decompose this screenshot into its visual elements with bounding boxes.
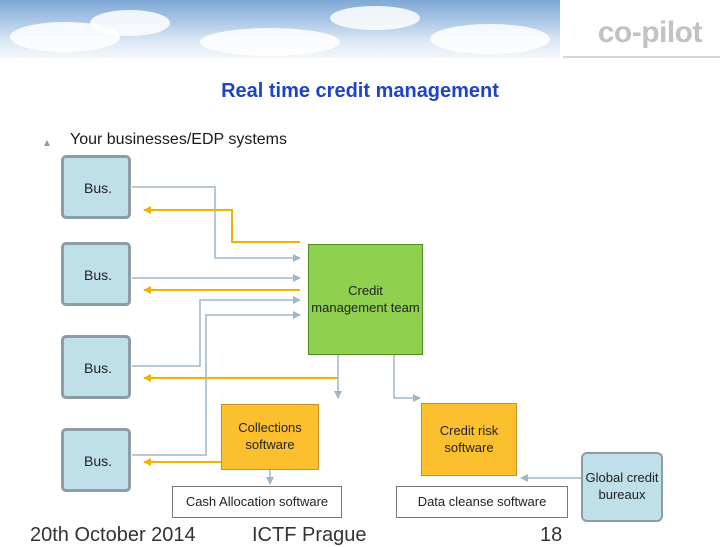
global-credit-bureaux: Global credit bureaux [581,452,663,522]
bullet-icon [44,140,50,146]
outgoing-line-bus-4 [132,311,301,456]
header-banner [0,0,560,58]
team-to-credit-risk-line [393,355,421,402]
outgoing-line-bus-1 [132,186,301,262]
slide-title: Real time credit management [221,80,499,102]
incoming-arrow-bus-1 [143,206,300,243]
business-system-3: Bus. [61,335,131,399]
business-system-4: Bus. [61,428,131,492]
co-pilot-logo: co-pilot [597,16,703,49]
business-system-1: Bus. [61,155,131,219]
credit-risk-software: Credit risk software [421,403,517,476]
data-cleanse-software: Data cleanse software [396,486,568,518]
footer-date: 20th October 2014 [30,524,196,546]
outgoing-line-bus-3 [132,296,301,367]
collections-software: Collections software [221,404,319,470]
footer-event: ICTF Prague [252,524,367,546]
footer-page-number: 18 [540,524,563,546]
credit-management-team: Credit management team [308,244,423,355]
cash-allocation-software: Cash Allocation software [172,486,342,518]
business-system-2: Bus. [61,242,131,306]
bullet-text: Your businesses/EDP systems [70,131,287,148]
header-divider [563,56,720,58]
